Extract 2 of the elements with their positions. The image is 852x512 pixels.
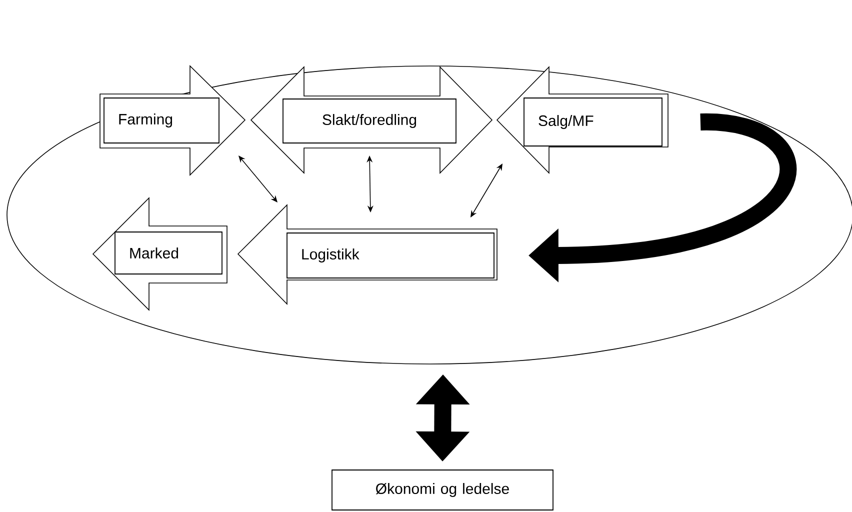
text-box: Økonomi og ledelse (332, 470, 554, 510)
process-box: Farming (100, 65, 246, 176)
